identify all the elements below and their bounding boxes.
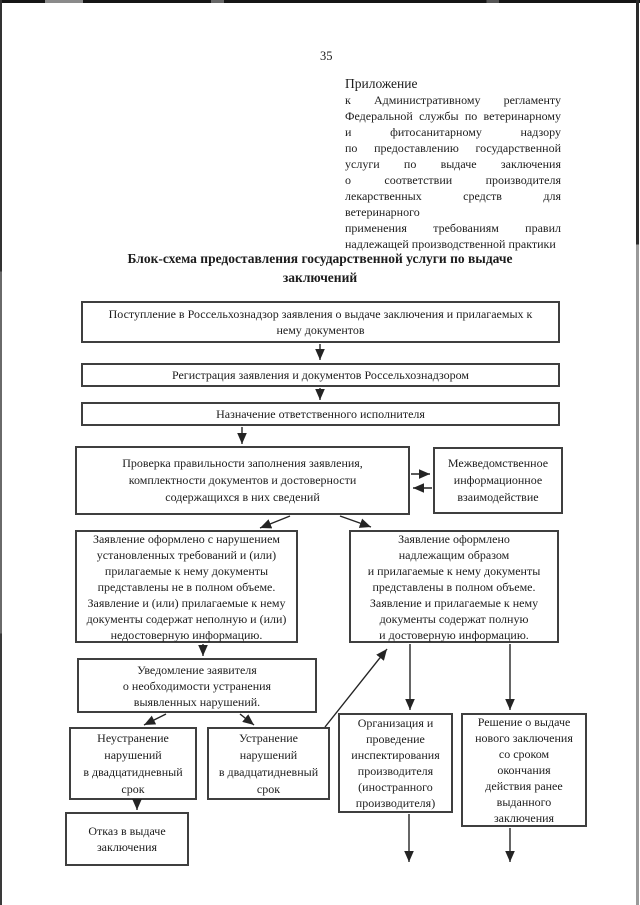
- scan-edge-left: [0, 0, 2, 905]
- flow-box-intake: Поступление в Россельхознадзор заявления…: [81, 301, 560, 343]
- appendix-line: лекарственных средств для ветеринарного: [345, 189, 561, 219]
- arrow-notice-to-not-fixed: [143, 713, 167, 726]
- flow-box-registration: Регистрация заявления и документов Россе…: [81, 363, 560, 387]
- appendix-line: к Административному регламенту: [345, 93, 561, 107]
- appendix-line: Приложение: [345, 76, 418, 91]
- appendix-line: и фитосанитарному надзору: [345, 125, 561, 139]
- flow-box-assignment: Назначение ответственного исполнителя: [81, 402, 560, 426]
- appendix-line: о соответствии производителя: [345, 173, 561, 187]
- arrow-notice-to-fixed: [239, 713, 255, 726]
- flow-box-interagency: Межведомственное информационное взаимоде…: [433, 447, 563, 514]
- appendix-line: применения требованиям правил: [345, 221, 561, 235]
- flow-box-violations-fixed: Устранение нарушений в двадцатидневный с…: [207, 727, 330, 800]
- flowchart-title: Блок-схема предоставления государственно…: [127, 251, 513, 285]
- arrow-check-to-valid: [339, 515, 372, 528]
- flow-box-inspection: Организация и проведение инспектирования…: [338, 713, 453, 813]
- appendix-line: надлежащей производственной практики: [345, 237, 556, 251]
- scan-edge-top: [0, 0, 640, 3]
- flow-box-check: Проверка правильности заполнения заявлен…: [75, 446, 410, 515]
- scan-edge-right: [636, 0, 639, 905]
- flow-box-valid-application: Заявление оформлено надлежащим образом и…: [349, 530, 559, 643]
- flow-box-invalid-application: Заявление оформлено с нарушением установ…: [75, 530, 298, 643]
- flow-box-new-conclusion: Решение о выдаче нового заключения со ср…: [461, 713, 587, 827]
- appendix-line: услуги по выдаче заключения: [345, 157, 561, 171]
- flow-box-violations-not-fixed: Неустранение нарушений в двадцатидневный…: [69, 727, 197, 800]
- appendix-line: по предоставлению государственной: [345, 141, 561, 155]
- page-number: 35: [320, 49, 333, 63]
- flow-box-notice: Уведомление заявителя о необходимости ус…: [77, 658, 317, 713]
- appendix-header: Приложение к Административному регламент…: [345, 76, 561, 252]
- arrow-check-to-invalid: [259, 515, 291, 529]
- flow-box-refusal: Отказ в выдаче заключения: [65, 812, 189, 866]
- appendix-line: Федеральной службы по ветеринарному: [345, 109, 561, 123]
